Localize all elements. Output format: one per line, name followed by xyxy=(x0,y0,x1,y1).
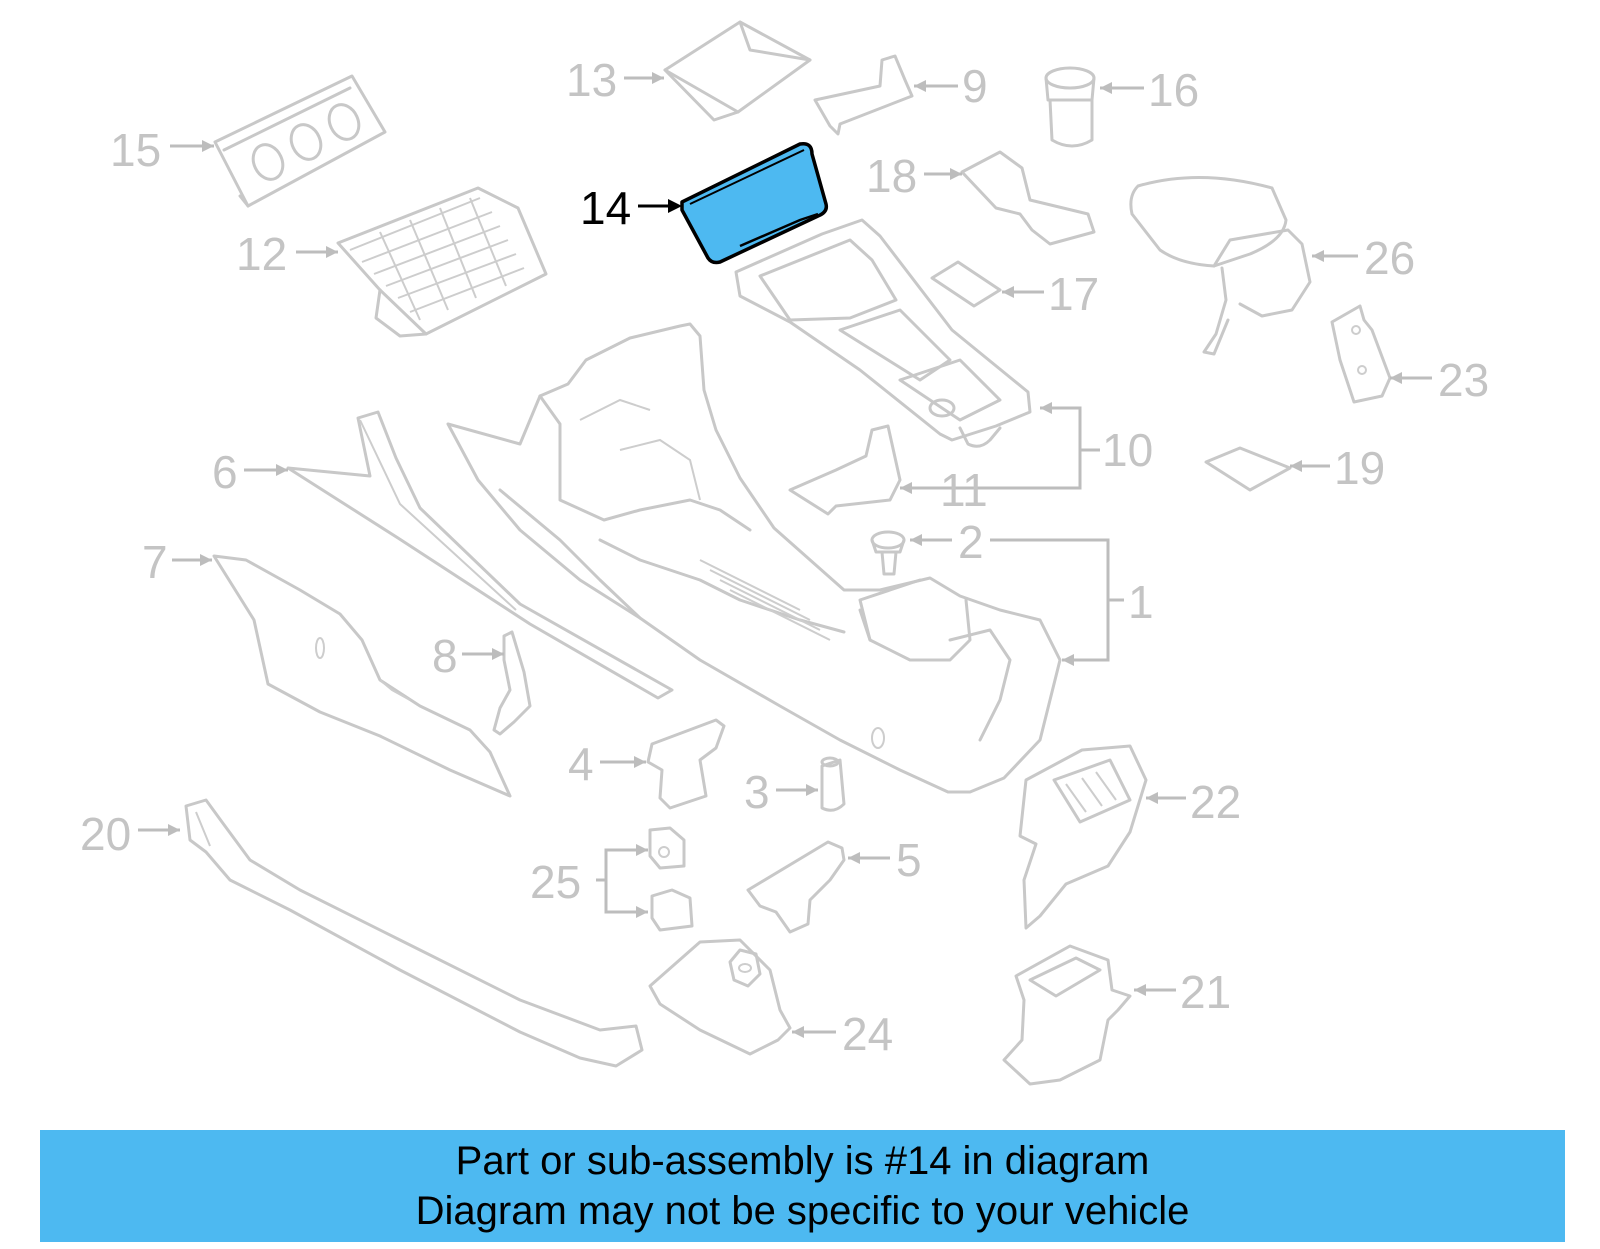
callout-10[interactable]: 10 xyxy=(1102,424,1153,476)
part-7-side-panel[interactable] xyxy=(212,554,512,798)
callout-1[interactable]: 1 xyxy=(1128,576,1154,628)
callout-5[interactable]: 5 xyxy=(896,834,922,886)
callout-22[interactable]: 22 xyxy=(1190,776,1241,828)
part-17-pad[interactable] xyxy=(930,260,1002,308)
part-15-vent-panel[interactable] xyxy=(213,74,387,208)
callout-3[interactable]: 3 xyxy=(744,766,770,818)
callout-7[interactable]: 7 xyxy=(142,536,168,588)
part-10-console-trim[interactable] xyxy=(734,218,1032,448)
callout-12[interactable]: 12 xyxy=(236,228,287,280)
parts-diagram: 13 9 16 15 18 14 12 26 17 23 10 6 11 19 … xyxy=(80,20,1489,1086)
part-4-bracket[interactable] xyxy=(646,718,726,810)
part-22-rear-vent[interactable] xyxy=(1018,744,1148,930)
callout-15[interactable]: 15 xyxy=(110,124,161,176)
part-12-grille[interactable] xyxy=(336,186,548,338)
callout-20[interactable]: 20 xyxy=(80,808,131,860)
part-26-armrest[interactable] xyxy=(1129,176,1312,356)
callout-23[interactable]: 23 xyxy=(1438,354,1489,406)
part-6-trim-strip[interactable] xyxy=(286,410,674,700)
part-5-trim[interactable] xyxy=(746,840,846,934)
part-14-storage-lid[interactable] xyxy=(680,141,829,265)
callout-4[interactable]: 4 xyxy=(568,738,594,790)
part-8-bracket[interactable] xyxy=(492,630,532,736)
part-24-shifter-base[interactable] xyxy=(648,938,792,1056)
info-banner: Part or sub-assembly is #14 in diagram D… xyxy=(40,1130,1565,1242)
part-18-cover[interactable] xyxy=(960,150,1096,246)
callout-9[interactable]: 9 xyxy=(962,60,988,112)
part-13-tray[interactable] xyxy=(663,20,812,122)
part-19-pad[interactable] xyxy=(1204,446,1292,492)
callout-labels: 13 9 16 15 18 14 12 26 17 23 10 6 11 19 … xyxy=(80,54,1489,1060)
part-2-clip[interactable] xyxy=(870,530,906,576)
callout-16[interactable]: 16 xyxy=(1148,64,1199,116)
part-3-plug[interactable] xyxy=(820,756,846,812)
part-23-bracket[interactable] xyxy=(1330,304,1392,404)
callout-26[interactable]: 26 xyxy=(1364,232,1415,284)
banner-line-disclaimer: Diagram may not be specific to your vehi… xyxy=(415,1189,1190,1233)
part-1-console-body[interactable] xyxy=(446,322,1062,794)
part-25-clips[interactable] xyxy=(648,826,694,932)
callout-2[interactable]: 2 xyxy=(958,516,984,568)
part-11-bracket[interactable] xyxy=(788,424,902,516)
part-21-bin[interactable] xyxy=(1002,944,1132,1086)
callout-14[interactable]: 14 xyxy=(580,182,631,234)
part-16-cup-insert[interactable] xyxy=(1044,66,1096,148)
callout-13[interactable]: 13 xyxy=(566,54,617,106)
callout-25[interactable]: 25 xyxy=(530,856,581,908)
callout-24[interactable]: 24 xyxy=(842,1008,893,1060)
callout-8[interactable]: 8 xyxy=(432,630,458,682)
callout-18[interactable]: 18 xyxy=(866,150,917,202)
callout-6[interactable]: 6 xyxy=(212,446,238,498)
callout-21[interactable]: 21 xyxy=(1180,966,1231,1018)
callout-11[interactable]: 11 xyxy=(940,464,988,516)
callout-leaders xyxy=(138,72,1432,1038)
part-9-bracket[interactable] xyxy=(813,54,914,136)
callout-19[interactable]: 19 xyxy=(1334,442,1385,494)
banner-line-part: Part or sub-assembly is #14 in diagram xyxy=(455,1139,1150,1183)
callout-17[interactable]: 17 xyxy=(1048,268,1099,320)
part-20-duct[interactable] xyxy=(184,798,644,1068)
